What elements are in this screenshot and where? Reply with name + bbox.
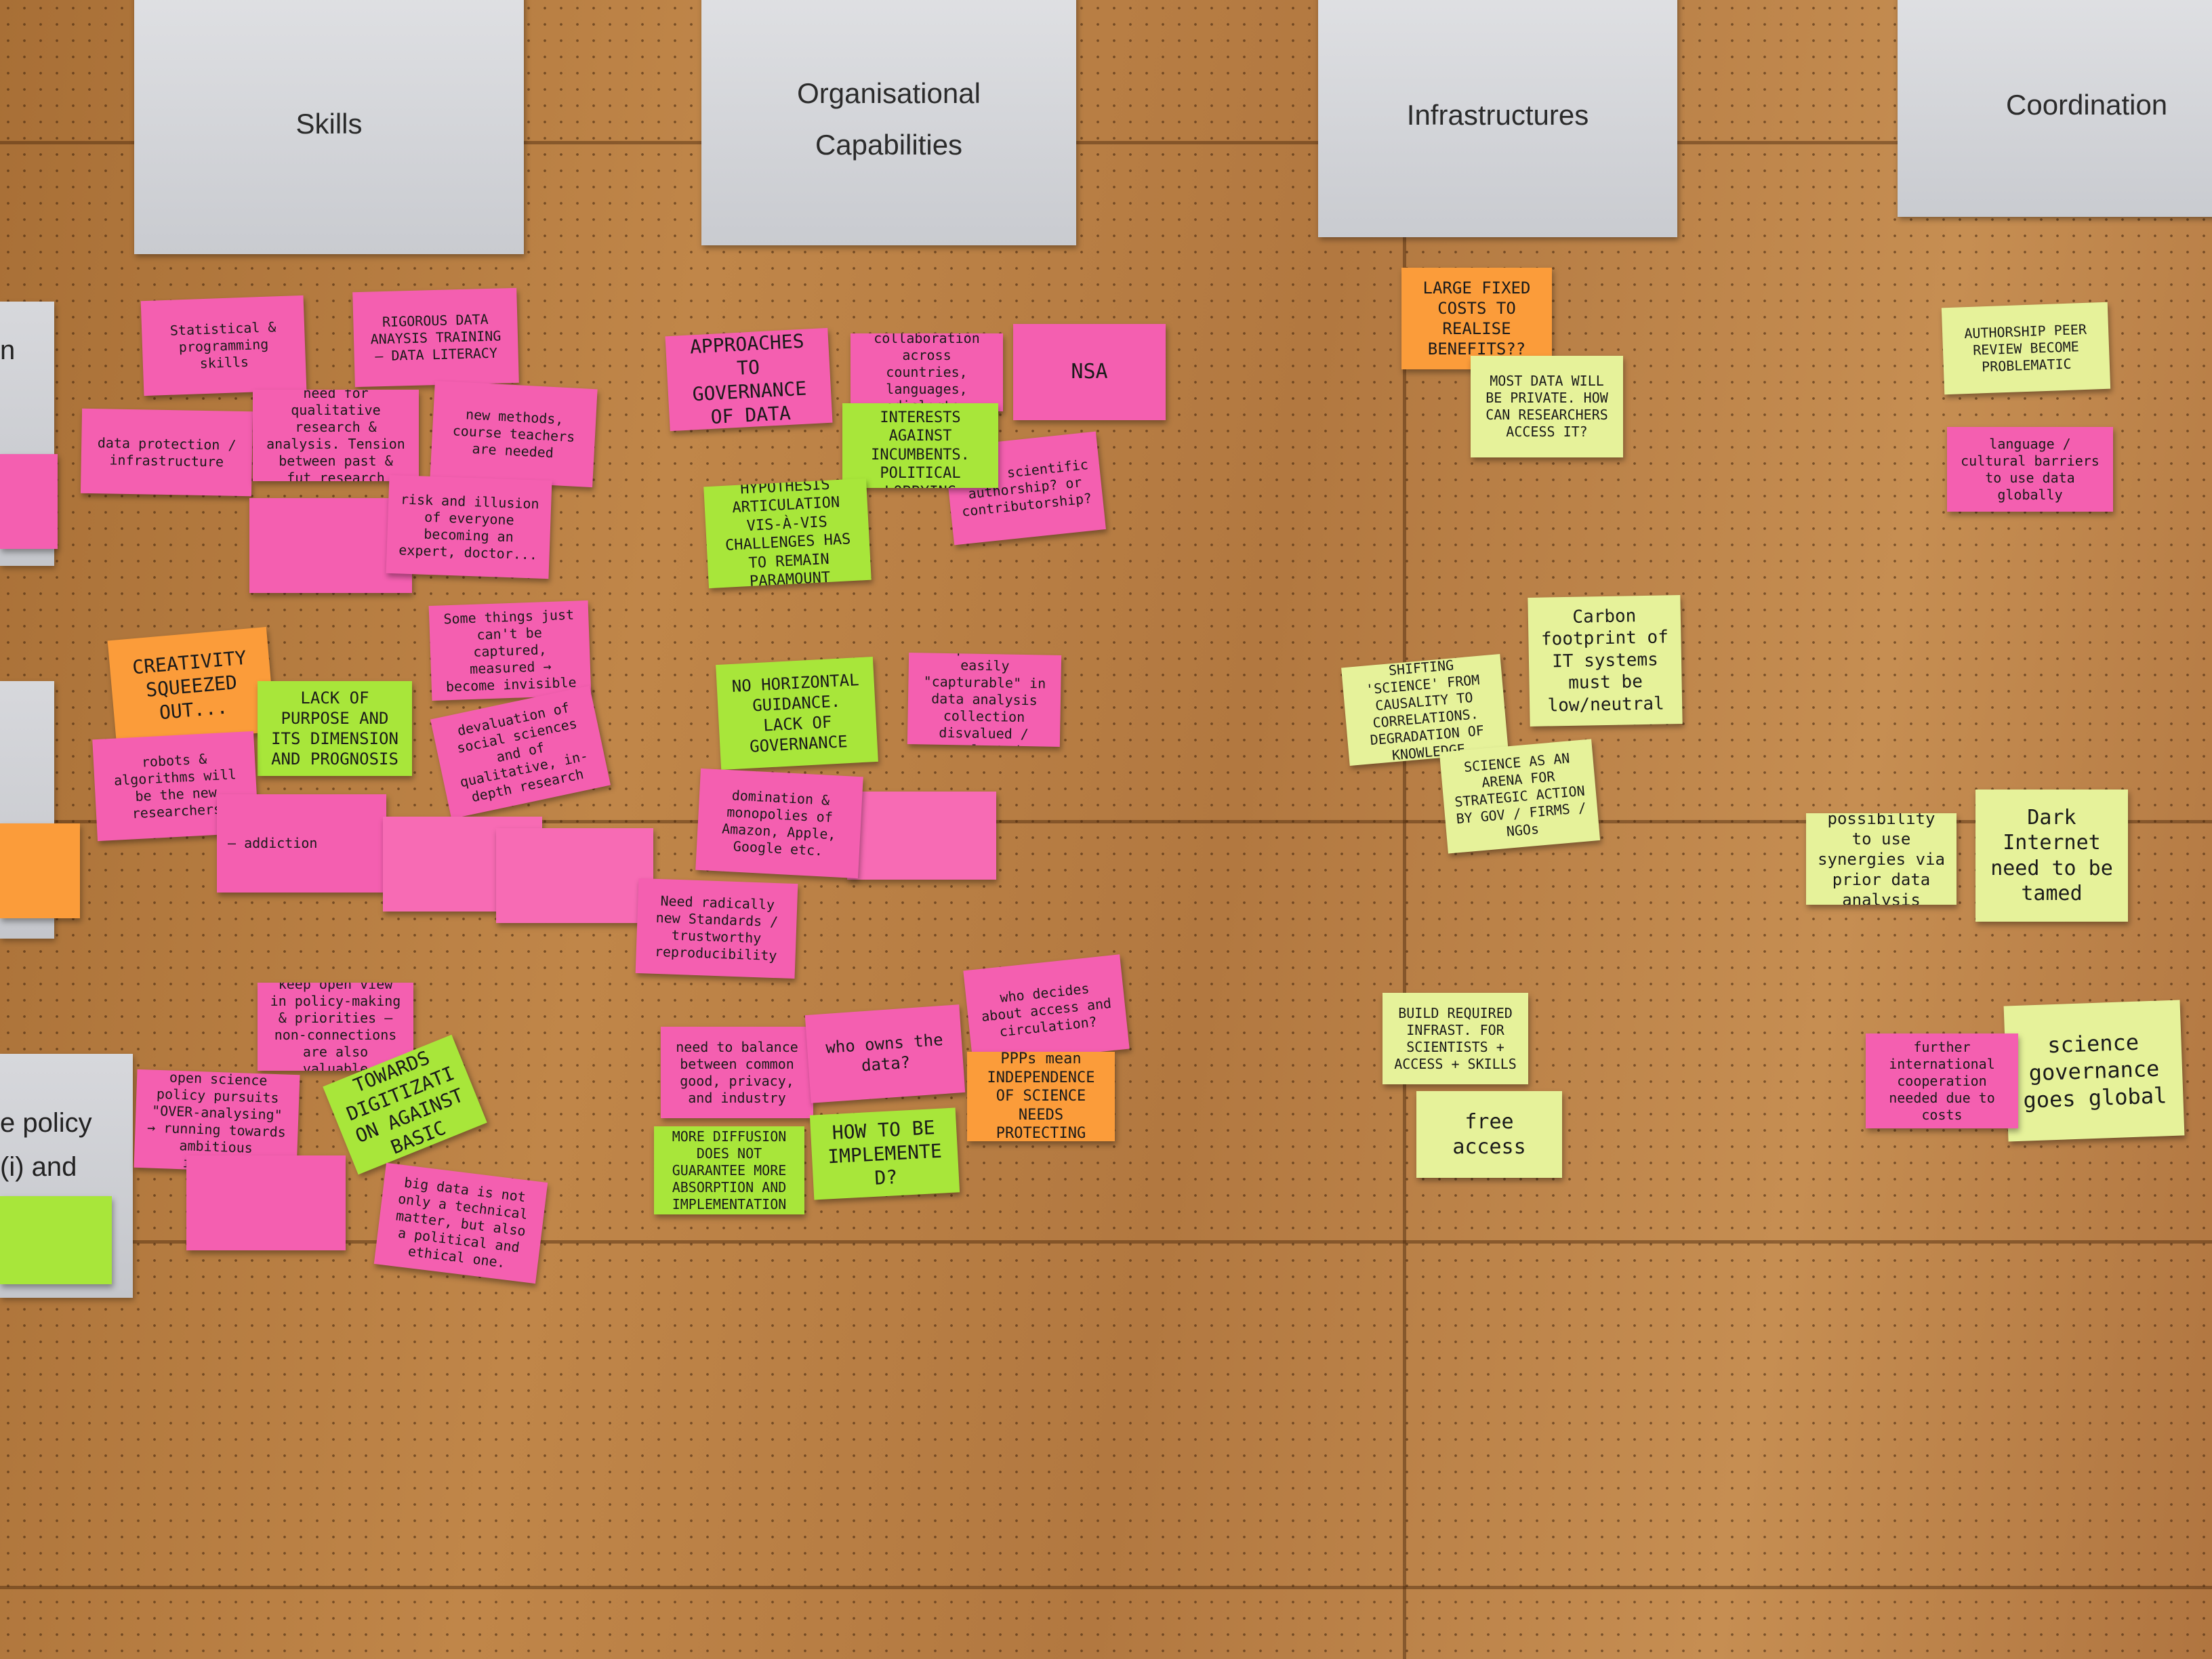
wall-panel-seam [0,141,2212,144]
header-organisational-capabilities: Organisational Capabilities [701,0,1076,245]
sticky-note [0,454,58,549]
sticky-note [186,1155,346,1250]
sticky-note-big-data: big data is not only a technical matter,… [373,1162,548,1284]
sticky-note-language: language / cultural barriers to use data… [1947,427,2113,512]
sticky-note-need-radically: Need radically new Standards / trustwort… [635,878,798,979]
sticky-note-need-new-approaches: NEED NEW APPROACHES TO GOVERNANCE OF DAT… [665,327,833,432]
sticky-note-need-balance: need to balance between common good, pri… [661,1027,813,1118]
header-infrastructures: Infrastructures [1318,0,1677,237]
sticky-note-risk-illusion: risk and illusion of everyone becoming a… [386,474,552,579]
header-skills: Skills [134,0,524,254]
left-edge-text: n [0,335,16,365]
sticky-note-most-data: MOST DATA WILL BE PRIVATE. HOW CAN RESEA… [1471,356,1623,457]
sticky-note-faint [847,792,996,880]
sticky-note-more-diffusion: MORE DIFFUSION DOES NOT GUARANTEE MORE A… [654,1126,804,1214]
sticky-note-who-owns: who owns the data? [804,1004,966,1103]
sticky-note-domination: domination & monopolies of Amazon, Apple… [695,768,863,879]
sticky-note-free-access: free access [1416,1091,1562,1178]
sticky-note-nsa: NSA [1013,324,1166,420]
sticky-note-build-required: BUILD REQUIRED INFRAST. FOR SCIENTISTS +… [1382,993,1528,1084]
sticky-note-possibility: possibility to use synergies via prior d… [1806,813,1957,905]
sticky-note-authorship: AUTHORSHIP PEER REVIEW BECOME PROBLEMATI… [1941,302,2111,395]
sticky-note-how-to-be: HOW TO BE IMPLEMENTED? [809,1107,960,1200]
wall-panel-seam [0,1240,2212,1244]
sticky-note-rigorous: RIGOROUS DATA ANAYSIS TRAINING – DATA LI… [352,287,519,388]
sticky-note-lack-purpose: LACK OF PURPOSE AND ITS DIMENSION AND PR… [258,681,412,776]
sticky-note-hypothesis: HYPOTHESIS ARTICULATION VIS-À-VIS CHALLE… [703,478,872,589]
sticky-note-science-arena: SCIENCE AS AN ARENA FOR STRATEGIC ACTION… [1439,739,1601,854]
sticky-note-collaboration: collaboration across countries, language… [851,333,1003,411]
header-skills-label: Skills [295,107,363,140]
left-policy-line1: e policy [0,1108,92,1138]
sticky-note-devaluation: devaluation of social sciences and of qu… [430,685,611,819]
sticky-note [0,1196,112,1284]
sticky-note-addiction: – addiction [217,794,386,893]
left-policy-line2: (i) and [0,1152,77,1182]
sticky-note-new-methods: new methods, course teachers are needed [430,380,598,488]
sticky-note-creativity: CREATIVITY SQUEEZED OUT... [107,627,276,745]
header-coordination: Coordination [1898,0,2212,217]
sticky-note [0,823,80,918]
sticky-note-topics-lost: topics lost easily "capturable" in data … [907,653,1062,747]
sticky-note-science-gov: science governance goes global [2003,1000,2185,1142]
sticky-note-clash: CLASH OF INTERESTS AGAINST INCUMBENTS. P… [842,403,998,488]
sticky-note-further-intl: further international cooperation needed… [1866,1033,2018,1128]
sticky-note-statistical: Statistical & programming skills [140,295,307,396]
sticky-note-keep-open: keep open view in policy-making & priori… [258,983,413,1071]
header-infrastructures-label: Infrastructures [1406,99,1589,131]
sticky-note-no-horizontal: NO HORIZONTAL GUIDANCE. LACK OF GOVERNAN… [716,657,878,770]
sticky-note-dark-internet: Dark Internet need to be tamed [1975,790,2128,922]
wall-panel-seam [1403,0,1406,1659]
sticky-note-carbon: Carbon footprint of IT systems must be l… [1528,595,1683,726]
wall-panel-seam [0,820,2212,823]
wall-panel-seam [0,1586,2212,1589]
sticky-note-faint [496,828,653,923]
sticky-note-qualitative: need for qualitative research & analysis… [253,390,419,481]
sticky-note-data-protection: data protection / infrastructure [80,408,253,497]
sticky-note-faint [249,498,412,593]
header-coordination-label: Coordination [2006,89,2168,121]
sticky-note-who-decides: who decides about access and circulation… [963,954,1130,1065]
header-organisational-line2: Capabilities [815,129,963,161]
header-organisational-line1: Organisational [797,77,981,110]
sticky-note-some-things: Some things just can't be captured, meas… [428,600,592,701]
sticky-note-ppps: PPPs mean INDEPENDENCE OF SCIENCE NEEDS … [967,1052,1115,1141]
sticky-note-large-fixed: LARGE FIXED COSTS TO REALISE BENEFITS?? [1401,268,1552,369]
